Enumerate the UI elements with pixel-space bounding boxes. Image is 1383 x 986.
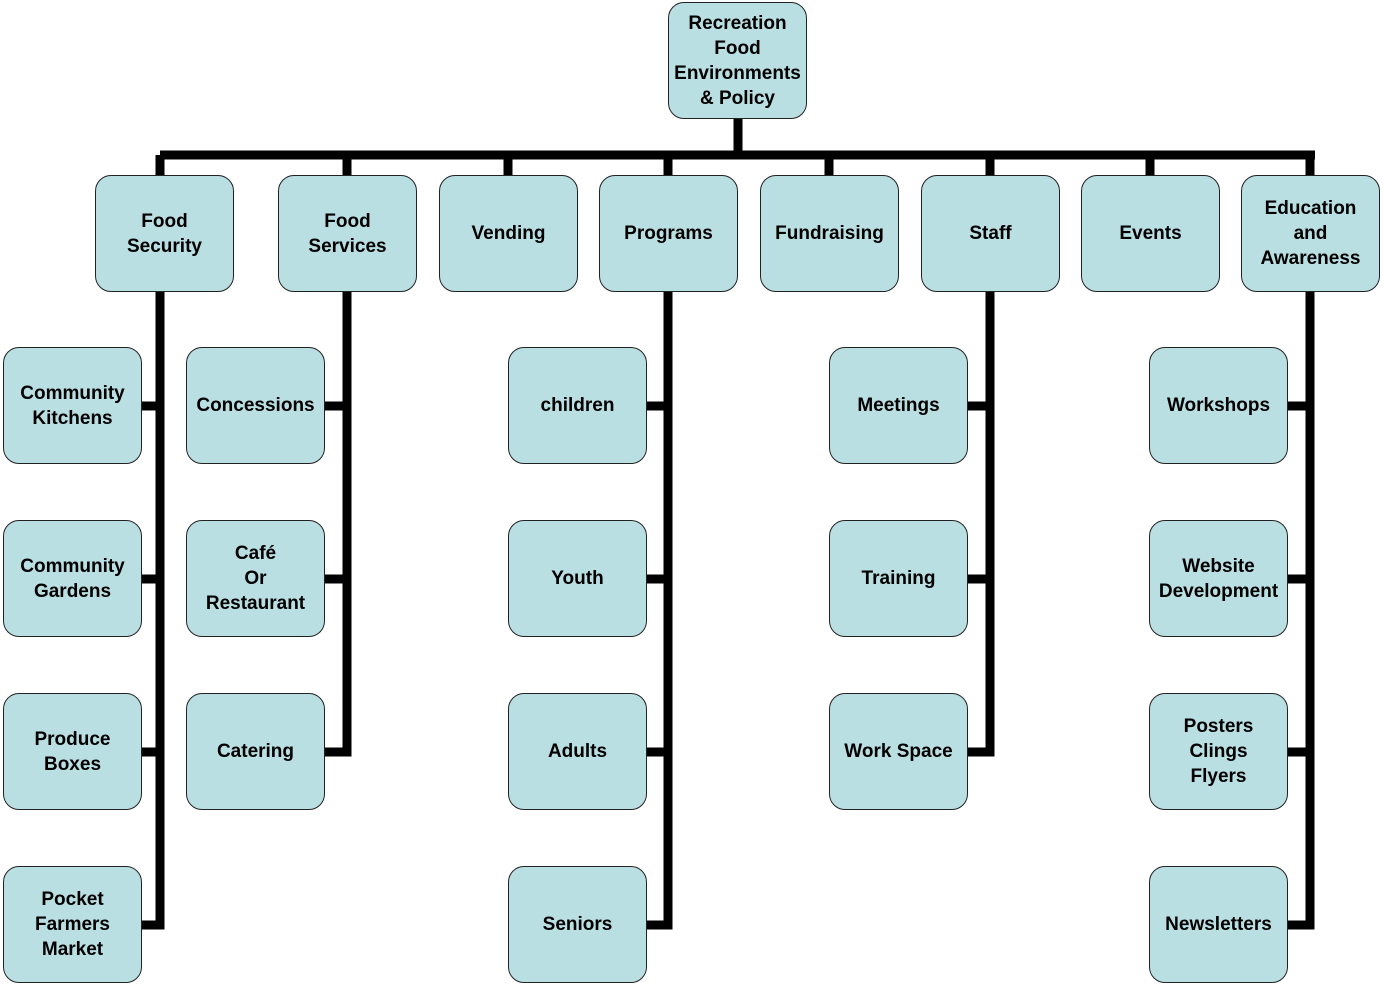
- category-events[interactable]: Events: [1081, 175, 1220, 292]
- node-adults[interactable]: Adults: [508, 693, 647, 810]
- category-fundraising[interactable]: Fundraising: [760, 175, 899, 292]
- node-seniors[interactable]: Seniors: [508, 866, 647, 983]
- node-catering[interactable]: Catering: [186, 693, 325, 810]
- node-posters-clings-flyers[interactable]: Posters Clings Flyers: [1149, 693, 1288, 810]
- node-workshops[interactable]: Workshops: [1149, 347, 1288, 464]
- node-meetings[interactable]: Meetings: [829, 347, 968, 464]
- category-programs[interactable]: Programs: [599, 175, 738, 292]
- node-community-gardens[interactable]: Community Gardens: [3, 520, 142, 637]
- node-pocket-farmers-market[interactable]: Pocket Farmers Market: [3, 866, 142, 983]
- node-youth[interactable]: Youth: [508, 520, 647, 637]
- category-food-services[interactable]: Food Services: [278, 175, 417, 292]
- node-website-development[interactable]: Website Development: [1149, 520, 1288, 637]
- node-work-space[interactable]: Work Space: [829, 693, 968, 810]
- category-food-security[interactable]: Food Security: [95, 175, 234, 292]
- category-staff[interactable]: Staff: [921, 175, 1060, 292]
- node-children[interactable]: children: [508, 347, 647, 464]
- node-training[interactable]: Training: [829, 520, 968, 637]
- node-community-kitchens[interactable]: Community Kitchens: [3, 347, 142, 464]
- root-node[interactable]: Recreation Food Environments & Policy: [668, 2, 807, 119]
- node-produce-boxes[interactable]: Produce Boxes: [3, 693, 142, 810]
- node-caf-or-restaurant[interactable]: Café Or Restaurant: [186, 520, 325, 637]
- node-newsletters[interactable]: Newsletters: [1149, 866, 1288, 983]
- category-vending[interactable]: Vending: [439, 175, 578, 292]
- node-concessions[interactable]: Concessions: [186, 347, 325, 464]
- category-education-and-awareness[interactable]: Education and Awareness: [1241, 175, 1380, 292]
